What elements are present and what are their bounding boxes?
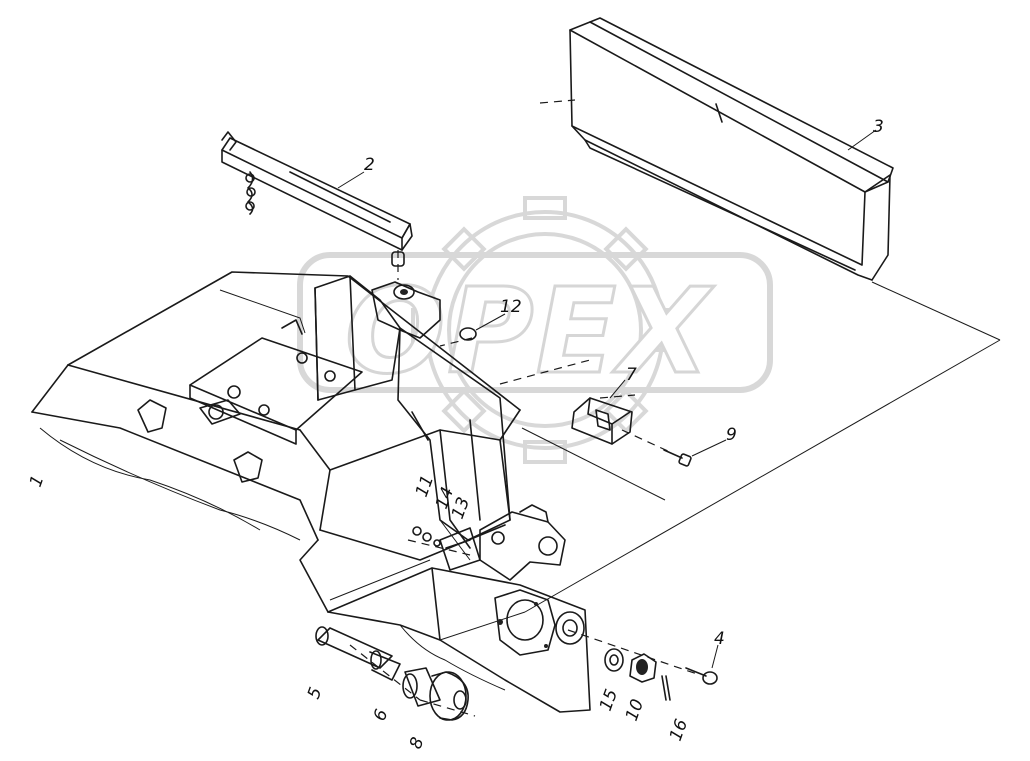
leader-lines: [337, 129, 877, 669]
callout-15: 15: [596, 687, 622, 714]
part-3-cover-plate: [569, 17, 894, 281]
callout-3: 3: [873, 117, 884, 137]
part-9-screw: [663, 449, 692, 467]
callout-4: 4: [714, 629, 725, 649]
callout-6: 6: [370, 707, 393, 724]
part-15-washer: [604, 648, 624, 672]
part-6-bushing: [402, 667, 441, 707]
part-5-pin: [315, 626, 401, 681]
watermark-frame: [297, 252, 773, 393]
part-12-washer: [459, 327, 477, 341]
callout-2: 2: [364, 155, 375, 175]
part-4-bolt: [685, 667, 718, 685]
part-8-roller: [429, 671, 469, 721]
callout-labels: 1 2 3 4 5 6 7 8 9 10 11 12 13 14 15 16: [26, 117, 884, 752]
callout-1: 1: [26, 473, 48, 490]
callout-12: 12: [500, 297, 522, 317]
part-7-lock-block: [571, 397, 633, 445]
callout-5: 5: [304, 685, 326, 702]
callout-7: 7: [626, 365, 637, 385]
watermark-logo: OPEX: [297, 196, 773, 464]
callout-10: 10: [622, 697, 648, 724]
part-10-nut: [629, 653, 657, 683]
callout-16: 16: [666, 716, 692, 743]
callout-8: 8: [406, 735, 429, 752]
gear-icon: [411, 196, 679, 464]
guide-lines: [349, 99, 1001, 717]
part-16-cotter-pin: [661, 675, 671, 701]
part-1-main-body: [31, 271, 591, 713]
part-2-bar: [221, 131, 413, 267]
callout-9: 9: [726, 425, 737, 445]
